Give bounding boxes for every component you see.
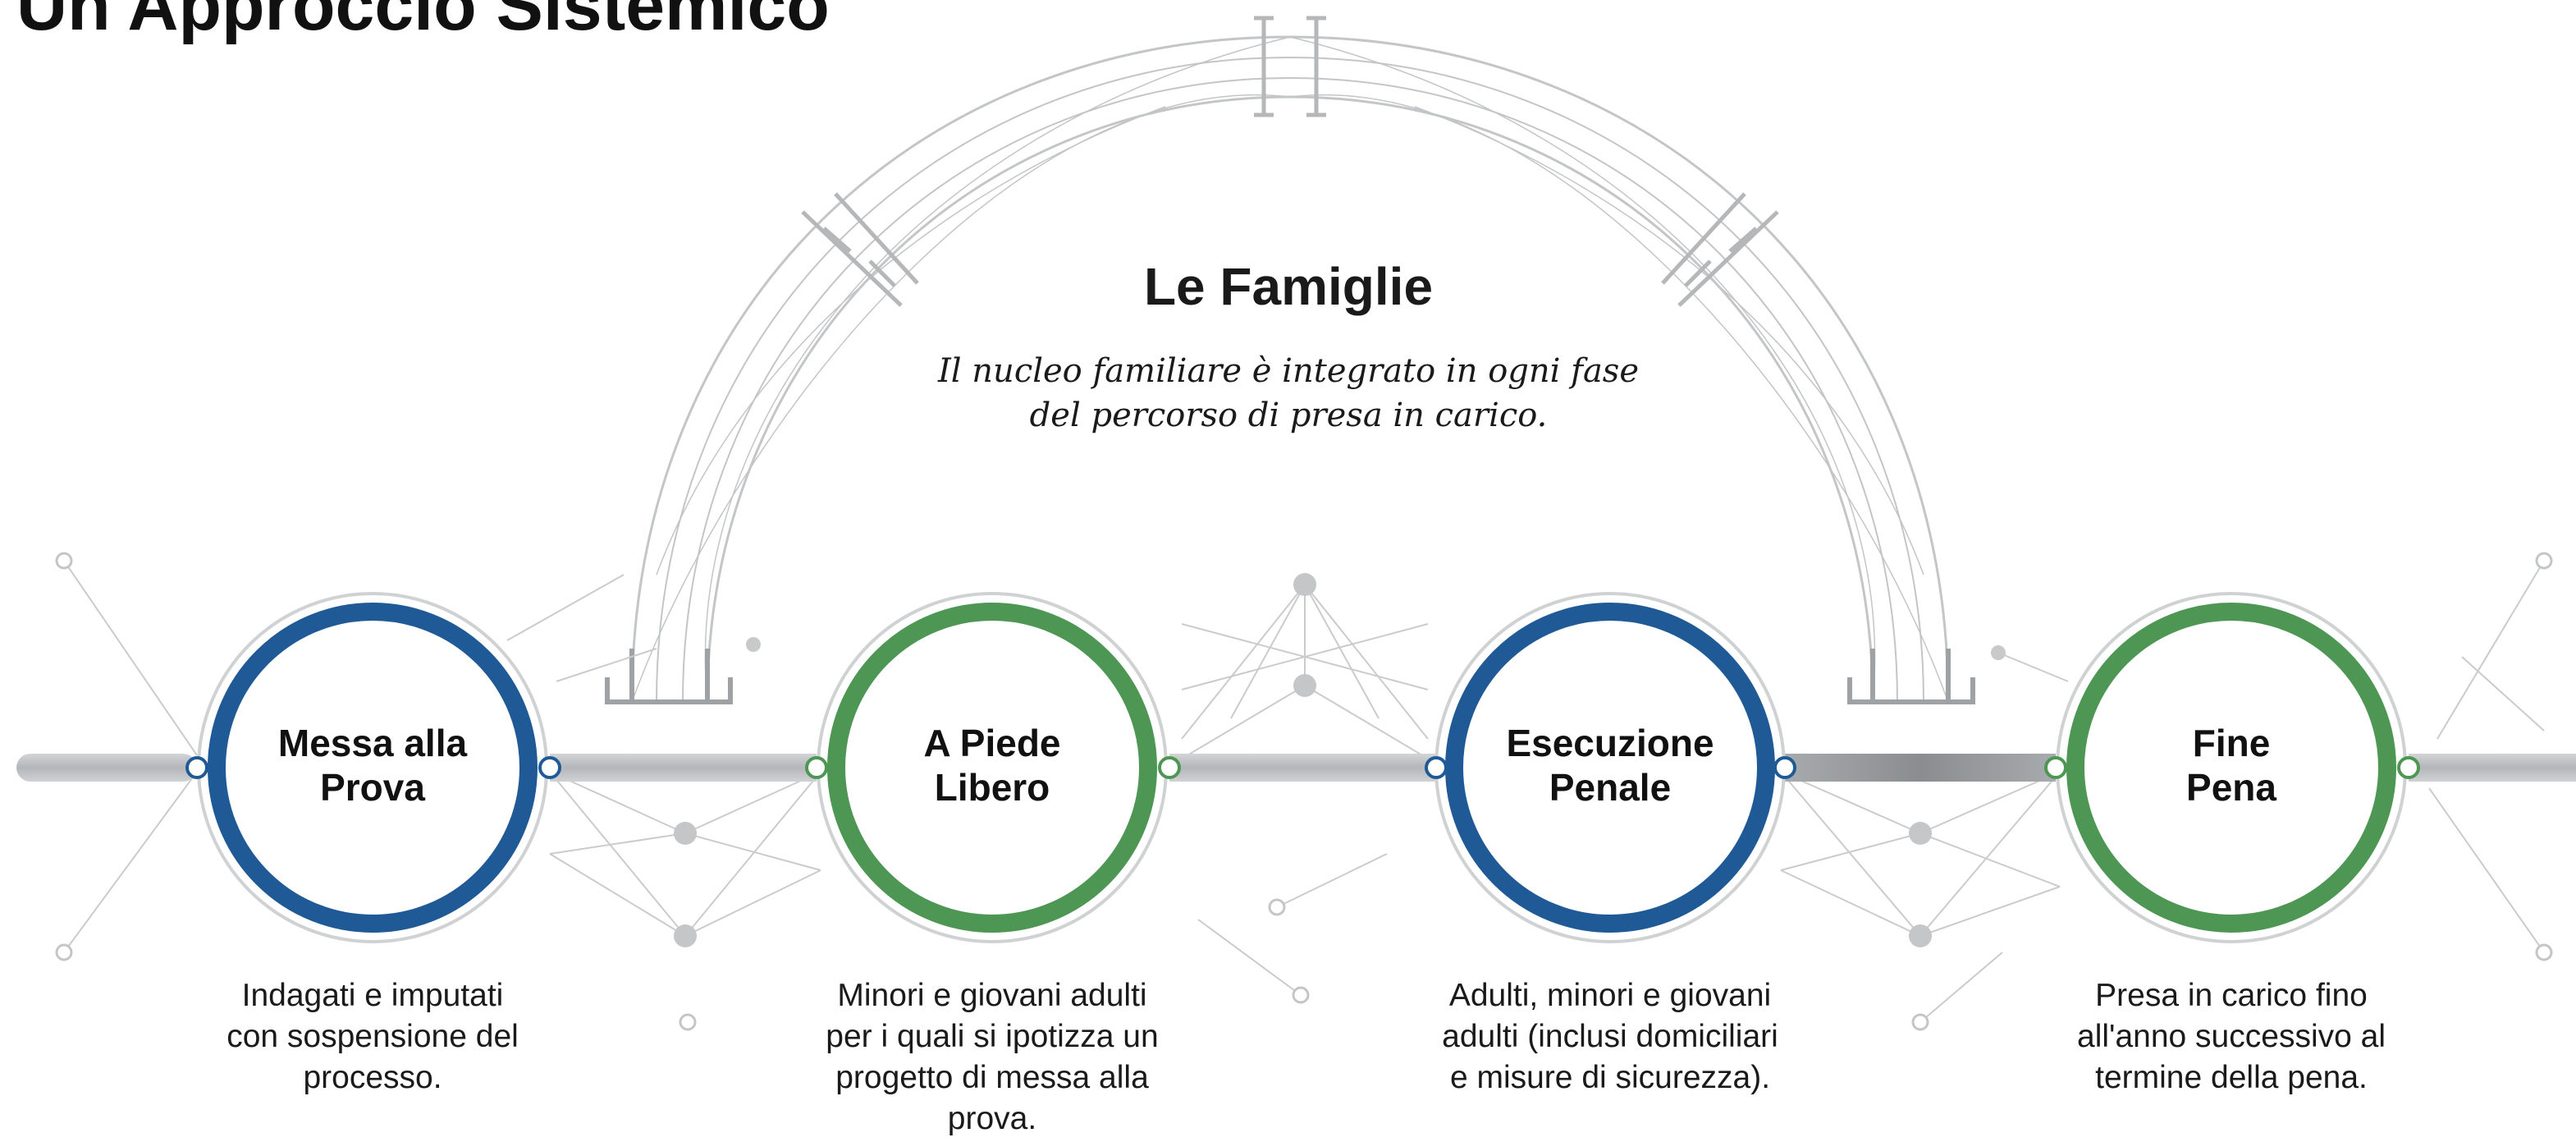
stage-description-line: adulti (inclusi domiciliari	[1442, 1019, 1778, 1054]
stage-description-line: Presa in carico fino	[2095, 978, 2368, 1013]
stage-label-fine-pena: Fine Pena	[2108, 721, 2354, 809]
stage-description-line: Indagati e imputati	[241, 978, 504, 1013]
arch-strand	[656, 56, 1924, 703]
network-nodes	[55, 552, 2553, 1031]
connector-dot	[1158, 756, 1181, 779]
stage-description-line: Minori e giovani adulti	[837, 978, 1147, 1013]
connector-dot	[1773, 756, 1796, 779]
stage-ring	[1445, 603, 1775, 933]
pipeline-segment	[16, 754, 197, 782]
stage-label-a-piede-libero: A Piede Libero	[869, 721, 1115, 809]
arch-heading: Le Famiglie	[1143, 257, 1434, 316]
pipeline-segment	[1169, 754, 1436, 782]
stage-label-line: Prova	[320, 766, 425, 809]
connector-dot	[185, 756, 208, 779]
stage-ring	[208, 603, 538, 933]
arch-foot-right	[1847, 649, 1975, 704]
stage-description-a-piede-libero: Minori e giovani adulti per i quali si i…	[762, 975, 1222, 1140]
connector-dot	[2044, 756, 2067, 779]
stage-description-line: Adulti, minori e giovani	[1448, 978, 1772, 1013]
arch-joint-left	[801, 192, 919, 307]
pipeline-segment	[550, 754, 817, 782]
stage-label-line: A Piede	[923, 722, 1061, 764]
arch-strand	[631, 94, 1291, 703]
stage-ring	[827, 603, 1157, 933]
connector-dot	[538, 756, 561, 779]
stage-description-line: con sospensione del	[226, 1019, 519, 1054]
arch-strand	[1289, 94, 1949, 703]
stage-description-line: processo.	[303, 1060, 442, 1095]
stage-description-line: prova.	[947, 1101, 1037, 1136]
stage-description-line: progetto di messa alla	[835, 1060, 1149, 1095]
stage-label-line: Esecuzione	[1506, 722, 1714, 764]
arch-description-line: Il nucleo familiare è integrato in ogni …	[937, 352, 1640, 390]
stage-label-line: Fine	[2192, 722, 2271, 764]
pipeline-segment	[1785, 754, 2056, 782]
stage-description-fine-pena: Presa in carico fino all'anno successivo…	[2002, 975, 2461, 1098]
arch-strand	[1414, 106, 1924, 576]
pipeline-bar	[16, 754, 2576, 782]
stage-label-line: Messa alla	[277, 722, 468, 764]
connector-dot	[805, 756, 828, 779]
stage-label-line: Pena	[2186, 766, 2276, 809]
page-title: Un Approccio Sistemico	[16, 0, 830, 45]
arch-description: Il nucleo familiare è integrato in ogni …	[878, 349, 1699, 438]
stage-description-line: termine della pena.	[2095, 1060, 2368, 1095]
stage-label-esecuzione-penale: Esecuzione Penale	[1487, 721, 1733, 809]
stage-label-line: Penale	[1549, 766, 1672, 809]
stage-description-line: per i quali si ipotizza un	[826, 1019, 1159, 1054]
arch-strand	[656, 106, 1166, 576]
arch-foot-left	[605, 649, 733, 704]
family-arch	[605, 16, 1975, 704]
stage-ring	[2066, 603, 2396, 933]
arch-description-line: del percorso di presa in carico.	[1029, 397, 1548, 434]
stage-description-messa-alla-prova: Indagati e imputati con sospensione del …	[143, 975, 602, 1098]
stage-label-line: Libero	[934, 766, 1050, 809]
stage-rings	[197, 592, 2407, 943]
pipeline-segment	[2409, 754, 2576, 782]
network-lines	[63, 560, 2545, 1023]
stage-description-line: e misure di sicurezza).	[1449, 1060, 1771, 1095]
connector-dot	[2397, 756, 2420, 779]
arch-strand	[682, 76, 1898, 703]
stage-label-messa-alla-prova: Messa alla Prova	[249, 721, 496, 809]
stage-description-line: all'anno successivo al	[2077, 1019, 2386, 1054]
stage-description-esecuzione-penale: Adulti, minori e giovani adulti (inclusi…	[1380, 975, 1840, 1098]
arch-keystone	[1254, 16, 1326, 117]
arch-joint-right	[1661, 192, 1779, 307]
connector-dots	[185, 756, 2420, 779]
connector-dot	[1425, 756, 1448, 779]
